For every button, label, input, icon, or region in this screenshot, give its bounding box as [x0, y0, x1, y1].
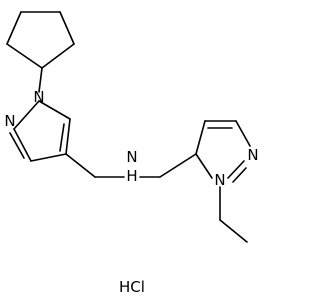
bond: [13, 100, 40, 130]
bond: [6, 11, 22, 45]
bond: [59, 123, 65, 152]
atom-n-label: N: [247, 146, 258, 164]
atom-n-label: N: [33, 88, 44, 106]
bond: [41, 43, 75, 69]
bond: [195, 153, 213, 179]
atom-n-label: N: [214, 171, 225, 189]
atom-h-label: H: [126, 167, 137, 185]
bond: [30, 153, 67, 162]
bond: [6, 43, 43, 69]
bond: [65, 153, 96, 178]
bond: [38, 100, 71, 120]
bond: [59, 11, 75, 45]
cyclopentyl-ring: [6, 11, 75, 69]
bond: [38, 67, 43, 93]
bond: [235, 120, 251, 147]
bond: [13, 128, 32, 162]
pyrazole-ring-2: [195, 120, 251, 183]
atom-n-label: N: [4, 112, 15, 130]
atom-n-label: N: [126, 148, 137, 166]
bond: [227, 160, 245, 179]
salt-label: HCl: [119, 278, 145, 296]
pyrazole-ring-1: [9, 100, 71, 162]
bond: [195, 120, 206, 155]
bond: [9, 132, 25, 159]
bond: [159, 153, 197, 178]
bond: [65, 118, 71, 155]
bond: [232, 167, 247, 183]
structure-diagram: N N N H N N HCl: [4, 11, 259, 296]
molecule-drawing: N N N H N N HCl: [4, 11, 259, 296]
bond: [219, 219, 248, 243]
